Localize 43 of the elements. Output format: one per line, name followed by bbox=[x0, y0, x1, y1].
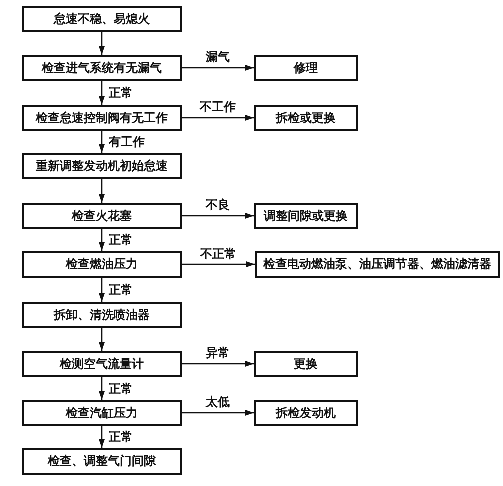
process-box: 更换 bbox=[254, 351, 358, 377]
process-box: 检查进气系统有无漏气 bbox=[22, 55, 182, 81]
arrow bbox=[182, 114, 254, 122]
arrow bbox=[98, 426, 106, 448]
arrow bbox=[98, 179, 106, 203]
process-box: 调整间隙或更换 bbox=[254, 203, 358, 229]
edge-label: 正常 bbox=[108, 382, 134, 396]
edge-label: 有工作 bbox=[108, 135, 146, 149]
edge-label: 正常 bbox=[108, 233, 134, 247]
process-box: 检查怠速控制阀有无工作 bbox=[22, 105, 182, 131]
arrow bbox=[98, 328, 106, 351]
arrow bbox=[98, 131, 106, 153]
edge-label: 不良 bbox=[205, 198, 231, 212]
process-box: 检查电动燃油泵、油压调节器、燃油滤清器 bbox=[255, 251, 500, 278]
edge-label: 不正常 bbox=[200, 246, 238, 260]
arrow bbox=[182, 261, 255, 268]
arrow bbox=[182, 64, 254, 72]
process-box: 检查燃油压力 bbox=[22, 251, 182, 278]
arrow bbox=[98, 229, 106, 251]
edge-label: 异常 bbox=[205, 346, 231, 360]
process-box: 检测空气流量计 bbox=[22, 351, 182, 377]
process-box: 检查火花塞 bbox=[22, 203, 182, 229]
edge-label: 漏气 bbox=[205, 50, 231, 64]
process-box: 怠速不稳、易熄火 bbox=[22, 6, 182, 32]
arrow bbox=[98, 377, 106, 400]
arrow bbox=[98, 32, 106, 55]
process-box: 重新调整发动机初始怠速 bbox=[22, 153, 182, 179]
process-box: 拆检或更换 bbox=[254, 105, 358, 131]
edge-label: 正常 bbox=[108, 430, 134, 444]
arrow bbox=[98, 278, 106, 302]
arrow bbox=[98, 81, 106, 105]
process-box: 检查汽缸压力 bbox=[22, 400, 182, 426]
arrow bbox=[182, 360, 254, 368]
edge-label: 不工作 bbox=[199, 100, 237, 114]
process-box: 修理 bbox=[254, 55, 358, 81]
process-box: 检查、调整气门间隙 bbox=[22, 448, 182, 475]
edge-label: 正常 bbox=[108, 283, 134, 297]
arrow bbox=[182, 410, 254, 416]
edge-label: 太低 bbox=[205, 395, 231, 409]
arrow bbox=[182, 212, 254, 220]
edge-label: 正常 bbox=[108, 86, 134, 100]
process-box: 拆卸、清洗喷油器 bbox=[22, 302, 182, 328]
process-box: 拆检发动机 bbox=[254, 400, 358, 426]
